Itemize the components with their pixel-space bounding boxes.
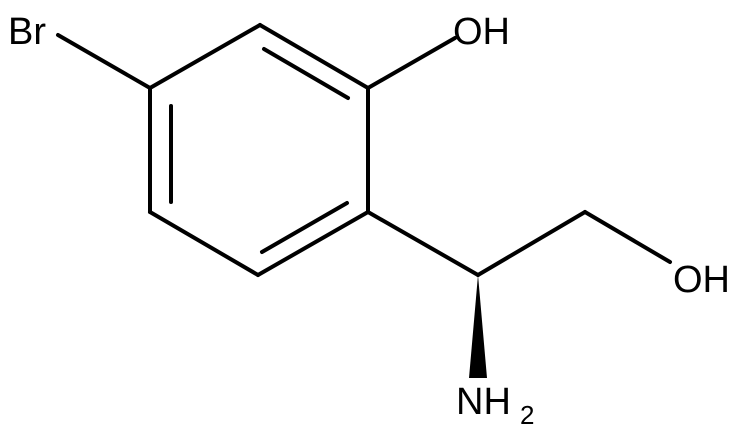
ring-double-bond-inner-bottom xyxy=(260,201,349,254)
bond-c4-chiral-c xyxy=(366,210,480,277)
amine-subscript: 2 xyxy=(520,400,534,430)
ring-bond-c5-c6 xyxy=(148,210,260,277)
bond-c3-oh xyxy=(366,36,457,90)
bond-c1-br xyxy=(56,33,152,90)
bond-chiral-c-ch2 xyxy=(476,210,587,277)
alcohol-hydroxyl-label: OH xyxy=(673,259,730,301)
ring-bond-c4-c5 xyxy=(256,210,370,277)
wedge-bond-chiral-c-nh2 xyxy=(469,275,487,378)
bromine-label: Br xyxy=(8,11,46,53)
amine-label: NH xyxy=(456,381,511,423)
phenol-hydroxyl-label: OH xyxy=(453,11,510,53)
bond-ch2-oh xyxy=(583,210,672,264)
ring-double-bond-inner-top xyxy=(262,47,350,100)
ring-bond-c2-c3 xyxy=(258,23,370,90)
ring-bond-c1-c2 xyxy=(148,23,262,90)
